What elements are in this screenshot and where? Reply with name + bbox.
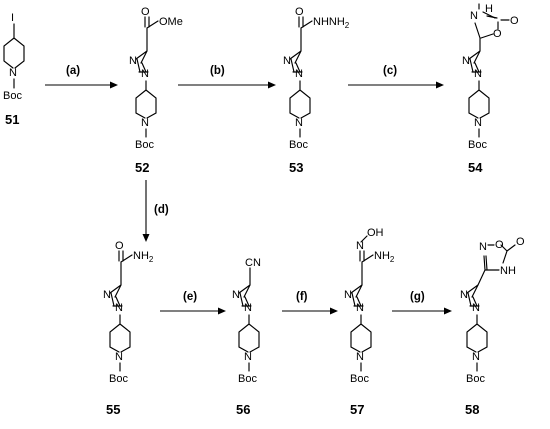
molecule-54: N H O O xyxy=(461,3,519,152)
svg-text:N: N xyxy=(9,67,17,79)
arrow-c xyxy=(348,81,444,89)
svg-text:NH2: NH2 xyxy=(374,250,395,264)
compound-label-54: 54 xyxy=(468,160,483,175)
arrow-d xyxy=(142,180,150,242)
condition-g: (g) xyxy=(410,291,425,303)
arrow-b xyxy=(178,81,276,89)
svg-text:N: N xyxy=(470,10,478,22)
condition-d: (d) xyxy=(154,204,169,216)
condition-b: (b) xyxy=(210,65,225,77)
svg-text:CN: CN xyxy=(245,257,261,269)
svg-text:O: O xyxy=(516,236,525,248)
compound-label-57: 57 xyxy=(350,402,364,417)
compound-label-55: 55 xyxy=(106,402,120,417)
svg-text:OH: OH xyxy=(367,227,384,239)
molecule-56: CN xyxy=(231,257,261,386)
molecule-58: N O O NH xyxy=(459,236,525,386)
svg-text:O: O xyxy=(510,15,519,27)
molecule-51: I N Boc xyxy=(3,12,25,102)
svg-text:O: O xyxy=(295,6,304,18)
svg-text:N: N xyxy=(479,241,487,253)
condition-a: (a) xyxy=(66,65,80,77)
condition-e: (e) xyxy=(183,291,197,303)
arrow-a xyxy=(45,81,118,89)
svg-text:NH: NH xyxy=(500,265,516,277)
svg-text:H: H xyxy=(485,3,493,15)
condition-c: (c) xyxy=(383,65,397,77)
svg-text:NHNH2: NHNH2 xyxy=(313,16,350,30)
molecule-55: O NH2 xyxy=(102,240,154,386)
compound-label-58: 58 xyxy=(465,402,479,417)
compound-label-53: 53 xyxy=(289,160,303,175)
svg-text:NH2: NH2 xyxy=(133,250,154,264)
arrow-f xyxy=(282,307,338,315)
svg-text:Boc: Boc xyxy=(3,90,22,102)
svg-text:O: O xyxy=(493,28,502,40)
svg-text:O: O xyxy=(141,6,150,18)
svg-text:O: O xyxy=(495,239,504,251)
arrow-e xyxy=(160,307,226,315)
compound-label-52: 52 xyxy=(135,160,149,175)
molecule-53: O NHNH2 xyxy=(282,6,350,152)
svg-text:O: O xyxy=(115,240,124,252)
svg-text:OMe: OMe xyxy=(159,16,183,28)
svg-text:I: I xyxy=(11,12,14,24)
condition-f: (f) xyxy=(296,291,308,303)
molecule-57: N OH NH2 xyxy=(343,227,395,386)
compound-label-56: 56 xyxy=(236,402,250,417)
svg-text:N: N xyxy=(356,240,364,252)
compound-label-51: 51 xyxy=(5,112,19,127)
arrow-g xyxy=(392,307,452,315)
molecule-52: O OMe xyxy=(128,6,183,152)
